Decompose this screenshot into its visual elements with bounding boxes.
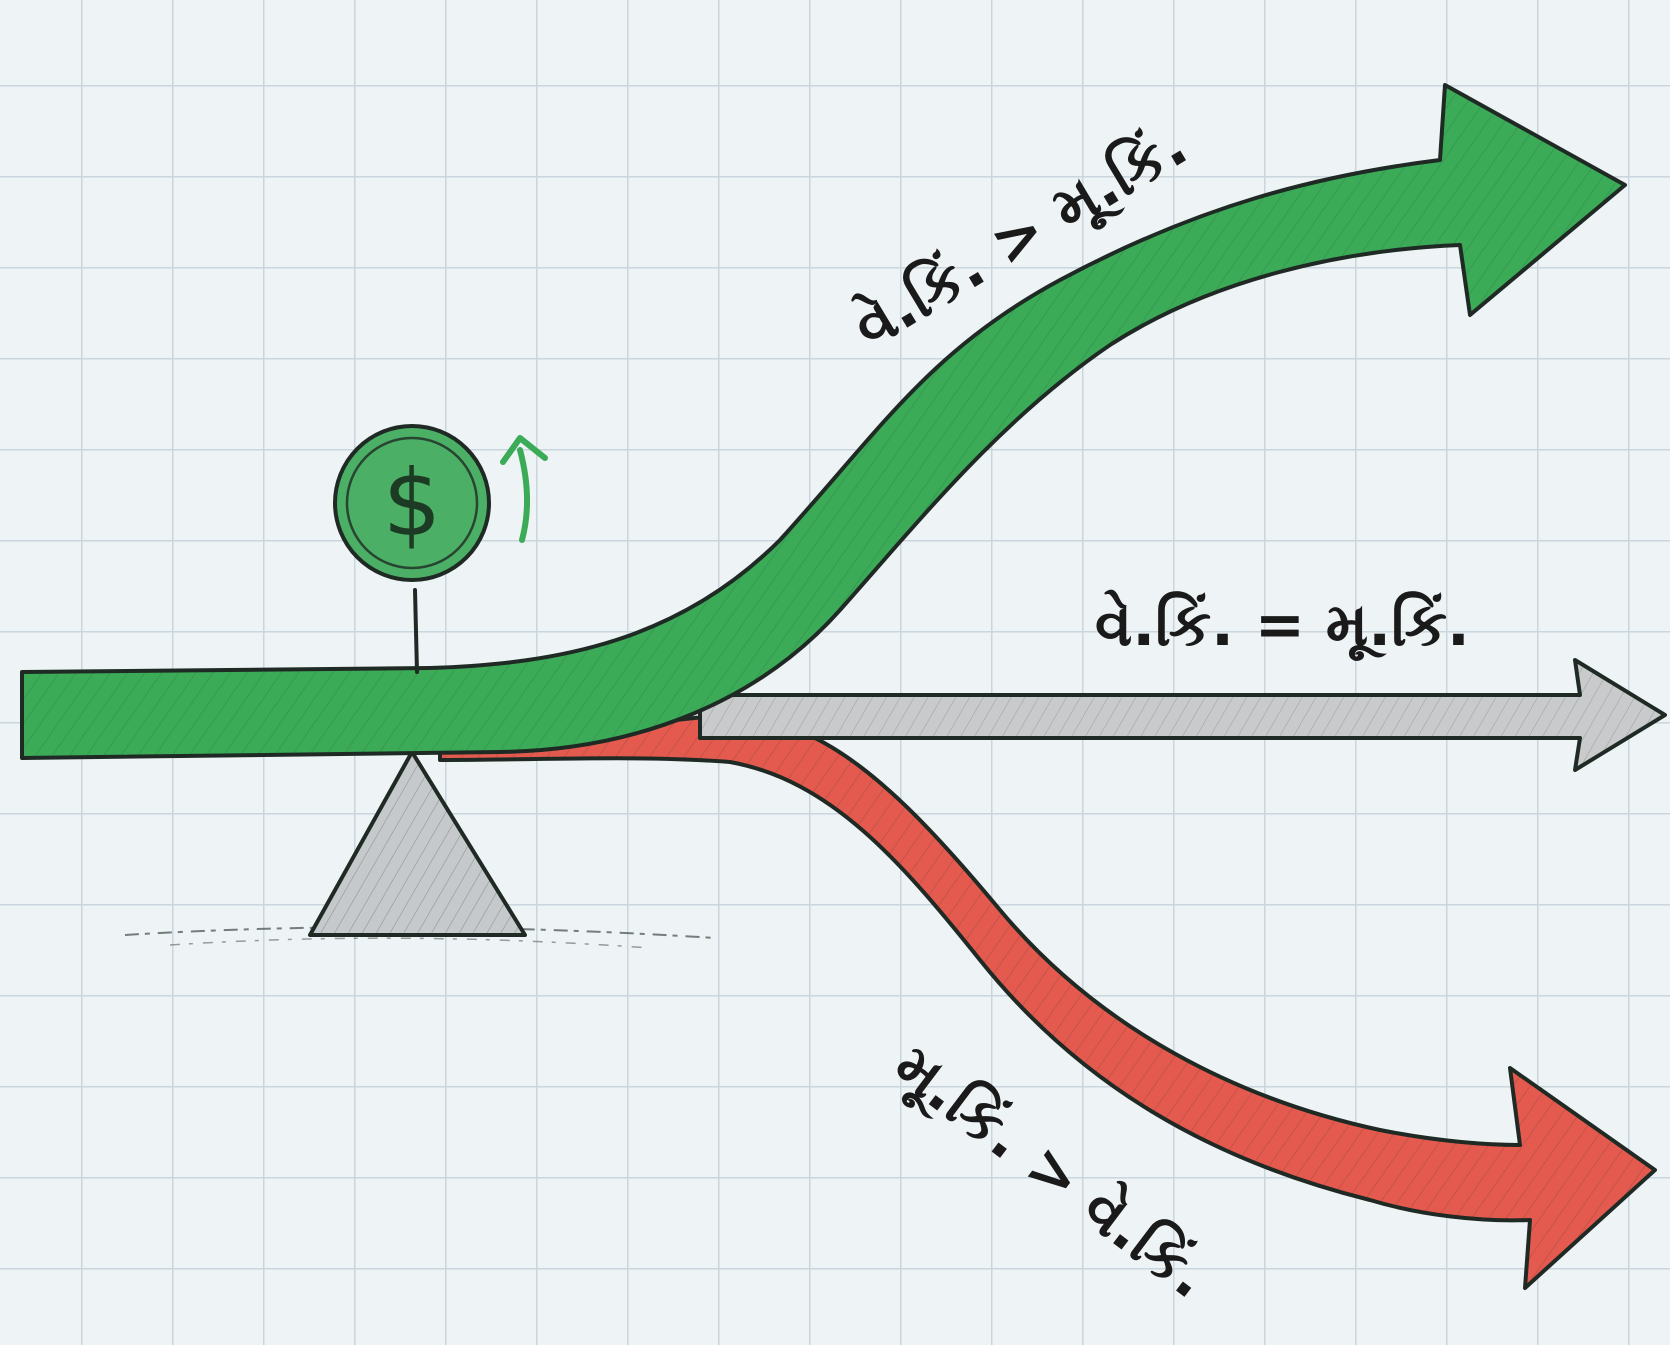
fulcrum [308,750,527,937]
coin-symbol: $ [383,450,442,557]
red-arrow-decrease [438,713,1657,1290]
gray-arrow-equal [698,658,1667,772]
label-equal: વે.કિં. = મૂ.કિં. [1095,589,1470,661]
small-up-arrow-icon [500,435,548,543]
coin-stand [413,588,419,674]
green-arrow-increase [20,83,1627,760]
dollar-coin-icon: $ [333,424,491,582]
